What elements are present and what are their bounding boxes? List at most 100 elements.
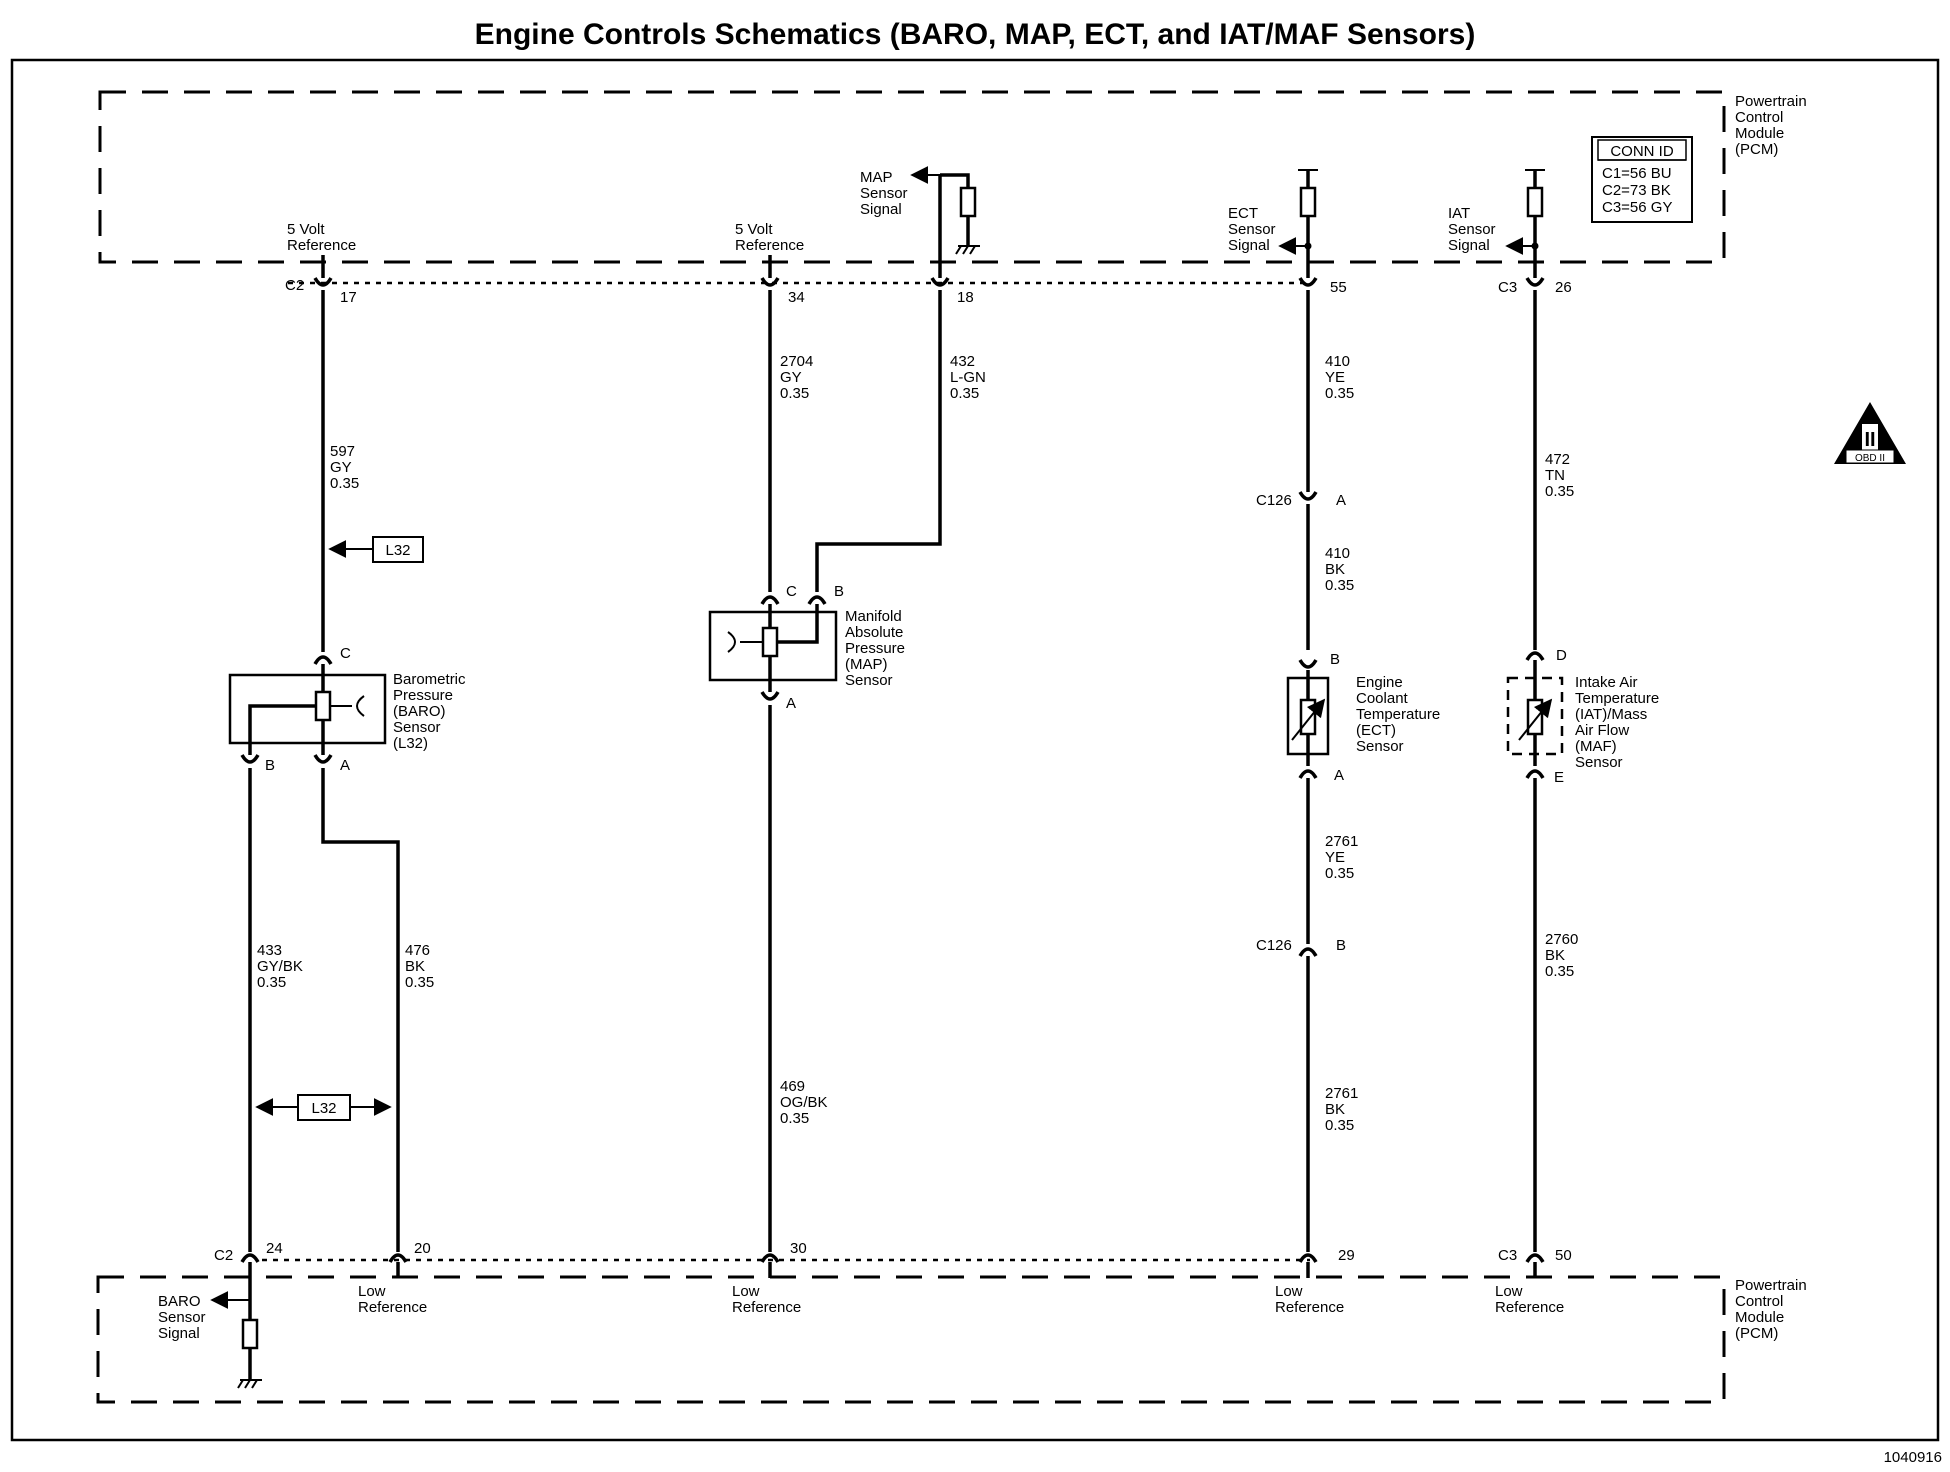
baro-pin-b: B [265,757,275,774]
pin-17-connector [313,277,333,287]
pin-18-connector [930,277,950,287]
pin-55-connector [1298,277,1318,287]
pcm-label-bottom: Powertrain Control Module (PCM) [1735,1277,1811,1342]
c126-b-connector [1298,947,1318,957]
map-pin-b-connector [807,595,827,605]
diagram-title: Engine Controls Schematics (BARO, MAP, E… [475,18,1476,51]
map-sensor-label: Manifold Absolute Pressure (MAP) Sensor [845,608,909,689]
pin-c2-bottom: C2 [214,1247,233,1264]
pin-c3-top: C3 [1498,279,1517,296]
wire-432 [815,290,942,592]
ground-icon-map [955,245,980,255]
iat-pin-d: D [1556,647,1567,664]
pin-20-label: 20 [414,1240,431,1257]
iat-pin-e-connector [1525,769,1545,779]
baro-internal-signal [248,704,316,743]
outer-frame [10,58,1940,1442]
baro-pullup-resistor [241,1318,259,1350]
c126-a-pin: A [1336,492,1346,509]
wire-2761-ye-label: 2761 YE 0.35 [1325,833,1363,882]
pin-c3-bottom: C3 [1498,1247,1517,1264]
c126-b-pin: B [1336,937,1346,954]
low-ref-3-label: Low Reference [1275,1283,1344,1316]
ground-icon-baro [237,1379,262,1389]
conn-id-table: CONN ID C1=56 BU C2=73 BK C3=56 GY [1591,136,1693,223]
pin-29-label: 29 [1338,1247,1355,1264]
svg-text:C1=56 BU: C1=56 BU [1602,165,1672,182]
l32-option-box-top [372,536,424,563]
pcm-top-box [98,90,1726,264]
baro-signal-label: BARO Sensor Signal [158,1293,210,1342]
figure-id: 1040916 [1884,1449,1942,1466]
l32-option-box-mid [297,1094,351,1121]
baro-sensor-label: Barometric Pressure (BARO) Sensor (L32) [393,671,470,752]
low-ref-4-label: Low Reference [1495,1283,1564,1316]
baro-sensor-box [228,673,387,745]
pin-34-label: 34 [788,289,805,306]
wire-433-label: 433 GY/BK 0.35 [257,942,307,991]
map-pin-a: A [786,695,796,712]
map-resistor [761,626,779,658]
baro-resistor [314,690,332,722]
wire-432-label: 432 L-GN 0.35 [950,353,990,402]
pin-26-connector [1525,277,1545,287]
pin-c2-top: C2 [285,277,304,294]
map-pullup-resistor [959,186,977,218]
iat-thermistor [1526,698,1544,736]
map-pin-a-connector [760,691,780,701]
pin-34-connector [760,277,780,287]
map-pullup-wire [940,173,970,188]
svg-text:CONN ID: CONN ID [1610,143,1674,160]
wire-597-label: 597 GY 0.35 [330,443,359,492]
svg-text:C2=73 BK: C2=73 BK [1602,182,1671,199]
obd-ii-icon: II OBD II [1834,402,1906,464]
ect-pin-a-connector [1298,769,1318,779]
pin-24-label: 24 [266,1240,283,1257]
baro-pin-a: A [340,757,350,774]
pin-26-label: 26 [1555,279,1572,296]
iat-variable-icon [1518,698,1553,741]
wire-2704-label: 2704 GY 0.35 [780,353,818,402]
map-internal-signal [777,612,819,644]
baro-pin-a-connector [313,754,333,764]
wire-2760-label: 2760 BK 0.35 [1545,931,1583,980]
iat-pin-e: E [1554,769,1564,786]
baro-pressure-icon [356,695,365,717]
wire-2761-bk-label: 2761 BK 0.35 [1325,1085,1363,1134]
wire-476-label: 476 BK 0.35 [405,942,434,991]
pin-17-label: 17 [340,289,357,306]
map-pin-b: B [834,583,844,600]
l32-option-label-top: L32 [385,542,410,559]
ect-pin-a: A [1334,767,1344,784]
ect-pin-b-connector [1298,659,1318,669]
baro-pin-b-connector [240,754,260,764]
ect-thermistor [1299,698,1317,736]
c126-a-id: C126 [1256,492,1292,509]
ref2-label: 5 Volt Reference [735,221,804,254]
ect-sensor-label: Engine Coolant Temperature (ECT) Sensor [1356,674,1444,755]
ect-variable-icon [1291,698,1326,741]
map-pressure-icon [727,631,736,653]
svg-text:OBD II: OBD II [1855,453,1885,464]
pin-50-label: 50 [1555,1247,1572,1264]
pin-30-connector [760,1253,780,1263]
wire-472-label: 472 TN 0.35 [1545,451,1574,500]
wire-410-ye-label: 410 YE 0.35 [1325,353,1354,402]
wire-476 [321,768,400,1252]
c126-a-connector [1298,491,1318,501]
map-pin-c: C [786,583,797,600]
low-ref-1-label: Low Reference [358,1283,427,1316]
low-ref-2-label: Low Reference [732,1283,801,1316]
iat-sensor-label: Intake Air Temperature (IAT)/Mass Air Fl… [1575,674,1663,771]
iat-pullup-resistor [1526,186,1544,218]
map-signal-label: MAP Sensor Signal [860,169,912,218]
baro-pin-c-connector [313,655,333,665]
iat-pin-d-connector [1525,651,1545,661]
ect-pullup-resistor [1299,186,1317,218]
pin-30-label: 30 [790,1240,807,1257]
ref1-label: 5 Volt Reference [287,221,356,254]
svg-text:C3=56 GY: C3=56 GY [1602,199,1672,216]
iat-signal-label: IAT Sensor Signal [1448,205,1500,254]
map-pin-c-connector [760,595,780,605]
